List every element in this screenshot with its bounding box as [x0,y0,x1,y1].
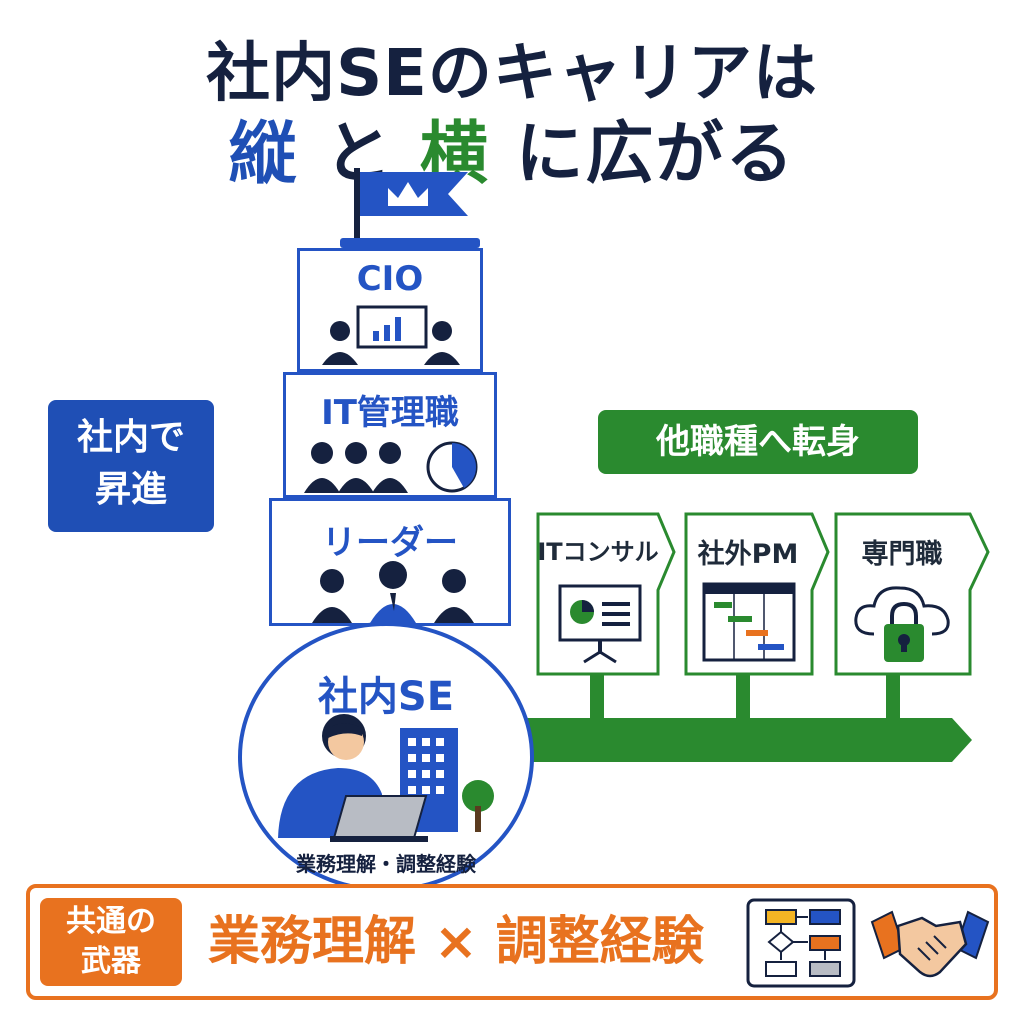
base-label: 社内SE [317,674,455,720]
sign-external-pm: 社外PM [684,512,830,676]
common-strength-text: 業務理解 × 調整経験 [208,912,704,972]
sign-it-consultant-label: ITコンサル [537,538,659,566]
tier-it-manager-label: IT管理職 [321,393,459,433]
engineer-at-laptop-icon [278,714,494,842]
crown-flag-icon [340,168,480,248]
common-strength-banner: 共通の武器 業務理解 × 調整経験 [26,884,998,1000]
base-circle: 社内SE 業務理解・調整経験 [238,622,534,892]
sign-external-pm-label: 社外PM [697,539,799,570]
tier-leader: リーダー [269,498,511,626]
sign-it-consultant: ITコンサル [536,512,676,676]
base-caption: 業務理解・調整経験 [296,852,476,876]
sign-specialist-label: 専門職 [861,539,943,570]
tier-cio-label: CIO [356,259,424,299]
common-strength-tag: 共通の武器 [40,898,182,986]
horizontal-path-arrow [520,670,972,762]
title-vertical-word: 縦 [228,115,299,194]
tier-leader-label: リーダー [322,523,458,563]
presentation-board-icon [558,584,642,664]
horizontal-career-badge: 他職種へ転身 [598,410,918,474]
leader-team-icon [312,561,474,623]
presentation-meeting-icon [322,305,460,365]
title-line-1: 社内SEのキャリアは [206,37,818,111]
team-chart-icon [304,441,478,493]
vertical-promotion-badge: 社内で昇進 [48,400,214,532]
flowchart-icon [746,898,856,988]
title-spread-word: に広がる [515,115,796,194]
sign-specialist: 専門職 [834,512,990,676]
title-line-2: 縦 と 横 に広がる [0,98,1024,197]
tier-it-manager: IT管理職 [283,372,497,498]
handshake-icon [870,910,990,978]
gantt-chart-icon [702,582,796,662]
cloud-lock-icon [854,586,950,662]
tier-cio: CIO [297,248,483,372]
